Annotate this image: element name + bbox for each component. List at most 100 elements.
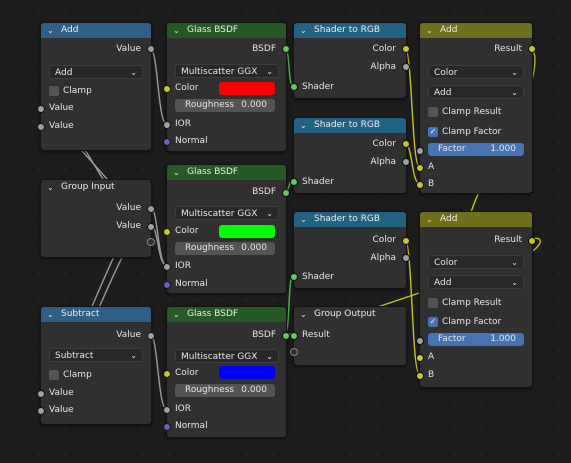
shader-to-rgb-node-3[interactable]: ⌄Shader to RGB Color Alpha Shader	[290, 211, 410, 289]
output-socket[interactable]	[282, 332, 290, 340]
input-socket[interactable]	[290, 273, 298, 281]
output-socket[interactable]	[402, 237, 410, 245]
chevron-down-icon[interactable]: ⌄	[426, 26, 433, 35]
operation-dropdown[interactable]: Subtract⌄	[49, 348, 143, 362]
output-socket[interactable]	[147, 223, 155, 231]
output-socket[interactable]	[282, 45, 290, 53]
output-socket[interactable]	[528, 237, 536, 245]
input-socket[interactable]	[37, 407, 45, 415]
input-socket[interactable]	[163, 423, 171, 431]
node-header[interactable]: ⌄Glass BSDF	[167, 165, 286, 180]
empty-socket[interactable]	[290, 348, 298, 356]
input-socket[interactable]	[416, 337, 424, 345]
node-header[interactable]: ⌄Subtract	[41, 307, 151, 322]
distribution-dropdown[interactable]: Multiscatter GGX⌄	[175, 206, 279, 220]
node-header[interactable]: ⌄Shader to RGB	[294, 118, 406, 133]
color-swatch[interactable]	[219, 225, 275, 238]
chevron-down-icon[interactable]: ⌄	[300, 26, 307, 35]
node-header[interactable]: ⌄Glass BSDF	[167, 23, 286, 38]
empty-socket[interactable]	[147, 238, 155, 246]
group-input-node[interactable]: ⌄Group Input Value Value	[40, 179, 155, 258]
input-socket[interactable]	[290, 332, 298, 340]
glass-bsdf-node-1[interactable]: ⌄Glass BSDF BSDF Multiscatter GGX⌄ Color…	[163, 22, 290, 152]
node-header[interactable]: ⌄Add	[420, 23, 532, 38]
output-socket[interactable]	[402, 158, 410, 166]
input-socket[interactable]	[163, 281, 171, 289]
output-socket[interactable]	[147, 45, 155, 53]
node-header[interactable]: ⌄Group Input	[41, 180, 151, 195]
node-header[interactable]: ⌄Group Output	[294, 307, 406, 322]
output-socket[interactable]	[402, 63, 410, 71]
input-socket[interactable]	[416, 164, 424, 172]
node-header[interactable]: ⌄ Add	[41, 23, 151, 38]
chevron-down-icon[interactable]: ⌄	[47, 310, 54, 319]
input-socket[interactable]	[163, 263, 171, 271]
node-header[interactable]: ⌄Glass BSDF	[167, 307, 286, 322]
glass-bsdf-node-3[interactable]: ⌄Glass BSDF BSDF Multiscatter GGX⌄ Color…	[163, 306, 290, 438]
input-socket[interactable]	[37, 105, 45, 113]
shader-to-rgb-node-2[interactable]: ⌄Shader to RGB Color Alpha Shader	[290, 117, 410, 194]
input-socket[interactable]	[163, 121, 171, 129]
output-socket[interactable]	[282, 189, 290, 197]
input-socket[interactable]	[416, 181, 424, 189]
node-title: Add	[61, 25, 79, 35]
input-socket[interactable]	[290, 178, 298, 186]
output-socket[interactable]	[402, 254, 410, 262]
node-header[interactable]: ⌄Shader to RGB	[294, 212, 406, 227]
mix-add-node-2[interactable]: ⌄Add Result Color⌄ Add⌄ Clamp Result ✓ C…	[416, 211, 536, 388]
blend-mode-dropdown[interactable]: Add⌄	[428, 85, 524, 99]
clamp-checkbox[interactable]	[49, 86, 59, 96]
input-socket[interactable]	[290, 83, 298, 91]
color-swatch[interactable]	[219, 366, 275, 379]
color-swatch[interactable]	[219, 82, 275, 95]
glass-bsdf-node-2[interactable]: ⌄Glass BSDF BSDF Multiscatter GGX⌄ Color…	[163, 164, 290, 294]
input-socket[interactable]	[37, 123, 45, 131]
clamp-factor-checkbox[interactable]: ✓	[428, 317, 438, 327]
input-socket[interactable]	[163, 406, 171, 414]
data-type-dropdown[interactable]: Color⌄	[428, 65, 524, 79]
chevron-down-icon[interactable]: ⌄	[173, 26, 180, 35]
output-socket[interactable]	[147, 332, 155, 340]
clamp-result-checkbox[interactable]	[428, 298, 438, 308]
chevron-down-icon[interactable]: ⌄	[300, 310, 307, 319]
input-socket[interactable]	[163, 228, 171, 236]
input-socket[interactable]	[163, 370, 171, 378]
clamp-checkbox[interactable]	[49, 370, 59, 380]
clamp-factor-checkbox[interactable]: ✓	[428, 127, 438, 137]
chevron-down-icon[interactable]: ⌄	[173, 168, 180, 177]
chevron-down-icon[interactable]: ⌄	[300, 215, 307, 224]
output-socket[interactable]	[402, 140, 410, 148]
output-socket[interactable]	[528, 45, 536, 53]
operation-dropdown[interactable]: Add⌄	[49, 65, 143, 79]
input-socket[interactable]	[163, 85, 171, 93]
distribution-dropdown[interactable]: Multiscatter GGX⌄	[175, 64, 279, 78]
group-output-node[interactable]: ⌄Group Output Result	[290, 306, 407, 366]
output-socket[interactable]	[147, 205, 155, 213]
node-header[interactable]: ⌄Shader to RGB	[294, 23, 406, 38]
input-socket[interactable]	[416, 372, 424, 380]
input-socket[interactable]	[37, 390, 45, 398]
distribution-dropdown[interactable]: Multiscatter GGX⌄	[175, 349, 279, 363]
input-socket[interactable]	[416, 354, 424, 362]
add-math-node[interactable]: ⌄Add Value Add⌄ Clamp Value Value	[37, 22, 155, 151]
chevron-down-icon[interactable]: ⌄	[426, 215, 433, 224]
shader-to-rgb-node-1[interactable]: ⌄Shader to RGB Color Alpha Shader	[290, 22, 410, 99]
chevron-down-icon[interactable]: ⌄	[300, 121, 307, 130]
output-socket[interactable]	[402, 45, 410, 53]
chevron-down-icon[interactable]: ⌄	[173, 310, 180, 319]
blend-mode-dropdown[interactable]: Add⌄	[428, 275, 524, 289]
data-type-dropdown[interactable]: Color⌄	[428, 255, 524, 269]
mix-add-node-1[interactable]: ⌄Add Result Color⌄ Add⌄ Clamp Result ✓ C…	[416, 22, 536, 194]
subtract-math-node[interactable]: ⌄Subtract Value Subtract⌄ Clamp Value Va…	[37, 306, 155, 425]
chevron-down-icon[interactable]: ⌄	[47, 26, 54, 35]
input-socket[interactable]	[416, 147, 424, 155]
clamp-result-checkbox[interactable]	[428, 107, 438, 117]
input-socket[interactable]	[163, 138, 171, 146]
chevron-down-icon[interactable]: ⌄	[47, 183, 54, 192]
node-header[interactable]: ⌄Add	[420, 212, 532, 227]
